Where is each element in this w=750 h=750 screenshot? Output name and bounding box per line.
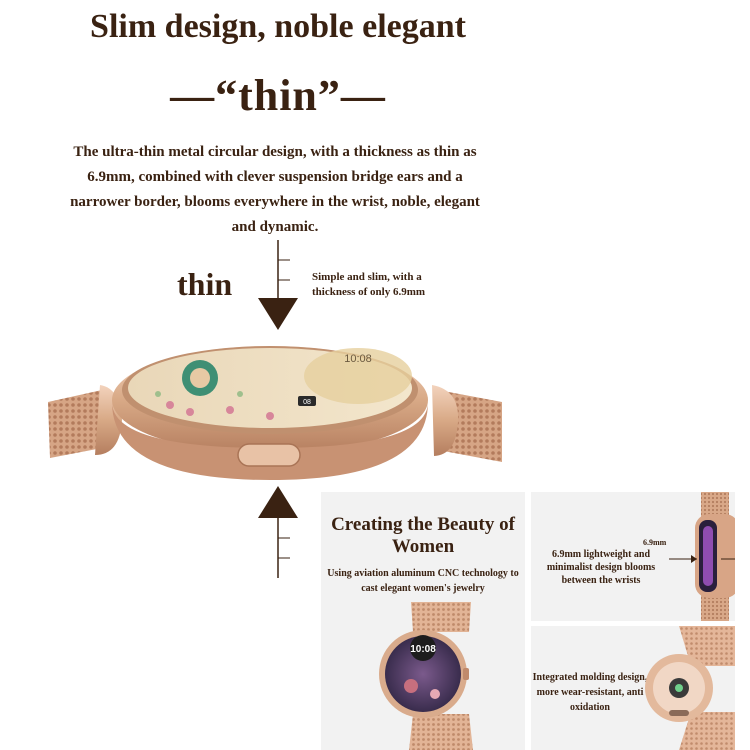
slim-note: Simple and slim, with a thickness of onl… xyxy=(312,271,426,298)
measure-label: 6.9mm xyxy=(643,538,667,547)
down-arrow-icon xyxy=(258,298,298,330)
panel-lightweight: 6.9mm lightweight and minimalist design … xyxy=(531,492,735,621)
svg-text:08: 08 xyxy=(303,399,311,406)
screen xyxy=(385,636,461,712)
side-button xyxy=(237,443,301,467)
watch-back-view xyxy=(645,626,735,750)
left-strap xyxy=(48,390,102,458)
headline: Slim design, noble elegant xyxy=(90,8,466,45)
panel-beauty-subtitle: Using aviation aluminum CNC technology t… xyxy=(327,568,519,594)
panel-lightweight-text: 6.9mm lightweight and minimalist design … xyxy=(546,549,656,586)
svg-text:10:08: 10:08 xyxy=(344,353,372,365)
description: The ultra-thin metal circular design, wi… xyxy=(70,144,480,235)
panel-molding-text: Integrated molding design, more wear-res… xyxy=(532,672,648,713)
up-arrow-icon xyxy=(258,486,298,518)
watch-thin-profile xyxy=(669,492,735,621)
main-dial xyxy=(304,348,412,404)
watch-front-view: 10:08 xyxy=(379,602,473,750)
svg-text:10:08: 10:08 xyxy=(410,644,436,655)
panel-molding: Integrated molding design, more wear-res… xyxy=(531,626,735,750)
watch-side-view: 10:08 08 xyxy=(48,346,502,480)
case-side xyxy=(112,402,428,480)
thin-title: —“thin”— xyxy=(170,71,386,120)
thin-label: thin xyxy=(177,266,233,302)
panel-beauty-title: Creating the Beauty of Women xyxy=(331,514,515,557)
right-lug xyxy=(432,385,459,456)
thickness-arrows xyxy=(258,240,298,578)
panel-beauty: Creating the Beauty of Women Using aviat… xyxy=(321,492,525,750)
